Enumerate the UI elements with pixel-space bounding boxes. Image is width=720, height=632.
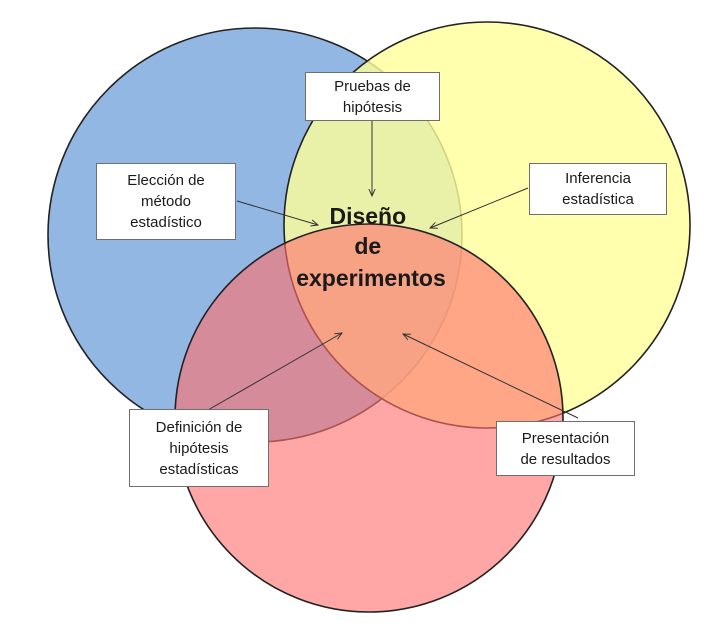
label-presentacion-line-2: de resultados xyxy=(520,450,611,468)
label-inferencia-line-1: Inferencia xyxy=(565,170,631,187)
center-title-line-3: experimentos xyxy=(296,265,446,291)
label-definicion-line-2: hipótesis xyxy=(169,439,229,457)
label-pruebas-de-hipotesis: Pruebas de hipótesis xyxy=(305,72,440,121)
label-definicion-de-hipotesis: Definición de hipótesis estadísticas xyxy=(129,409,269,487)
label-eleccion-line-3: estadístico xyxy=(130,214,202,231)
arrow-presentacion xyxy=(403,334,579,419)
center-title: Diseño de experimentos xyxy=(296,203,446,291)
label-presentacion-de-resultados: Presentación de resultados xyxy=(496,421,635,476)
label-pruebas-line-2: hipótesis xyxy=(342,98,403,116)
center-title-line-2: de xyxy=(354,233,381,259)
label-presentacion-line-1: Presentación xyxy=(521,429,610,447)
arrow-definicion xyxy=(207,333,342,411)
label-eleccion-line-1: Elección de xyxy=(127,172,205,189)
label-definicion-line-1: Definición de xyxy=(155,418,243,436)
arrow-inferencia xyxy=(430,187,529,228)
label-eleccion-line-2: método xyxy=(140,193,192,210)
label-pruebas-line-1: Pruebas de xyxy=(334,77,411,95)
label-eleccion-de-metodo: Elección de método estadístico xyxy=(96,163,236,240)
arrows xyxy=(207,119,579,419)
label-definicion-line-3: estadísticas xyxy=(159,460,239,478)
label-inferencia-estadistica: Inferencia estadística xyxy=(529,163,667,215)
center-title-line-1: Diseño xyxy=(329,203,406,229)
arrow-eleccion xyxy=(236,200,318,225)
label-inferencia-line-2: estadística xyxy=(562,191,634,208)
